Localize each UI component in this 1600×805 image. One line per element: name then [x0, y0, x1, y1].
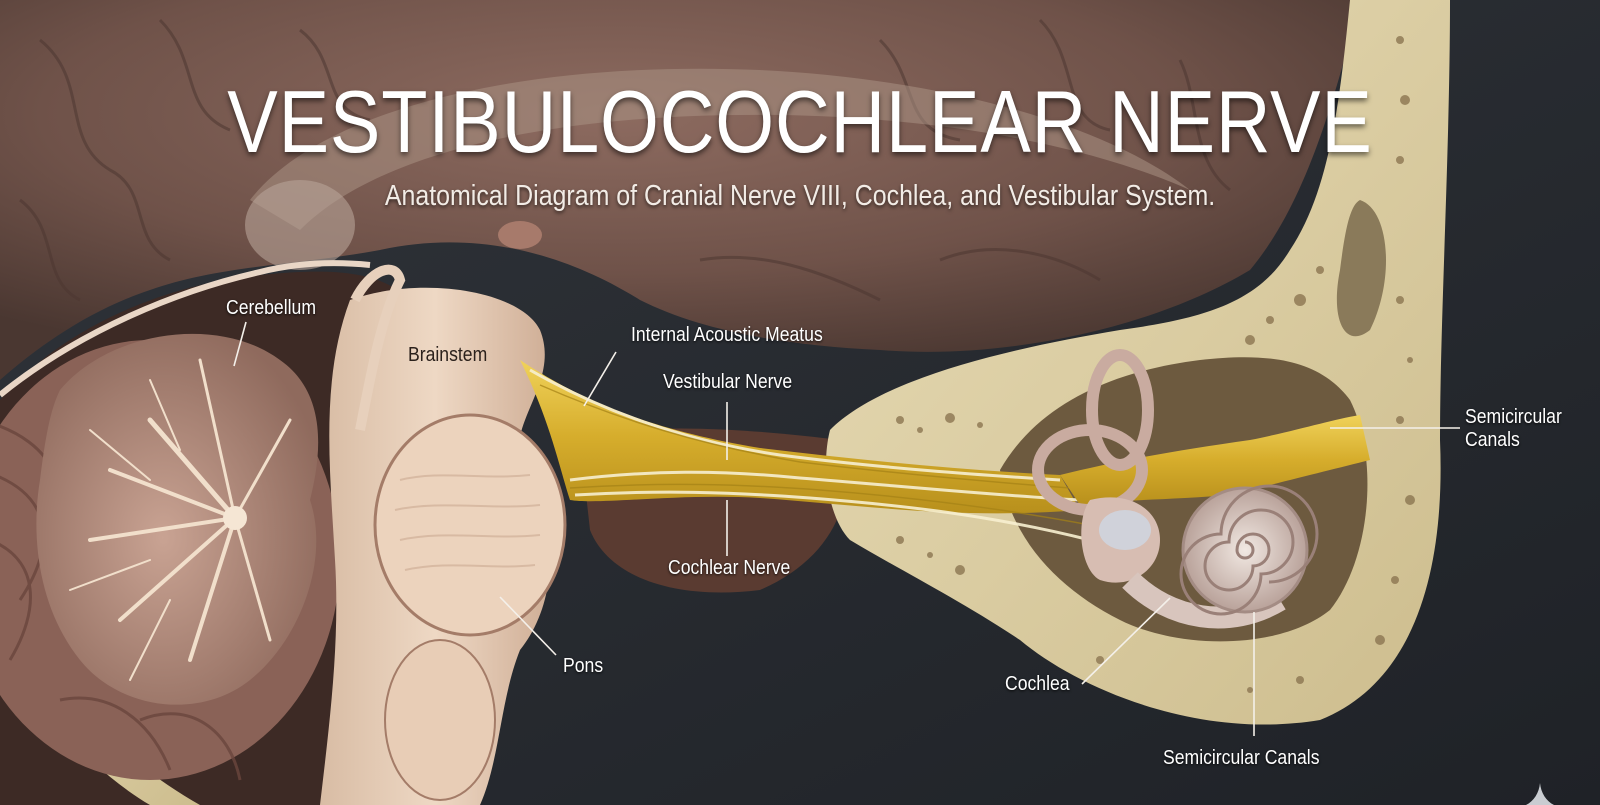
- label-pons: Pons: [563, 655, 604, 677]
- leader-line-cochlea: [1081, 597, 1171, 685]
- label-vestibular-nerve: Vestibular Nerve: [663, 371, 793, 393]
- brainstem-shape: [320, 264, 567, 805]
- page-subtitle: Anatomical Diagram of Cranial Nerve VIII…: [384, 180, 1216, 212]
- label-cochlea: Cochlea: [1005, 673, 1070, 695]
- cochlea-shape: [1122, 484, 1319, 629]
- label-semicircular-canals-right: Semicircular Canals: [1465, 406, 1562, 451]
- label-internal-acoustic-meatus: Internal Acoustic Meatus: [631, 324, 823, 346]
- label-brainstem: Brainstem: [408, 344, 488, 366]
- leader-line-cerebellum: [233, 321, 247, 367]
- leader-line-internal-acoustic-meatus: [583, 351, 617, 407]
- leader-line-pons: [499, 596, 557, 656]
- page-title: VESTIBULOCOCHLEAR NERVE: [227, 72, 1373, 171]
- cerebellum-shape: [0, 333, 340, 781]
- label-cochlear-nerve: Cochlear Nerve: [668, 557, 791, 579]
- sparkle-icon: [1526, 783, 1554, 805]
- label-semicircular-canals-bottom: Semicircular Canals: [1163, 747, 1320, 769]
- leader-lines: [233, 321, 1460, 736]
- label-cerebellum: Cerebellum: [226, 297, 316, 319]
